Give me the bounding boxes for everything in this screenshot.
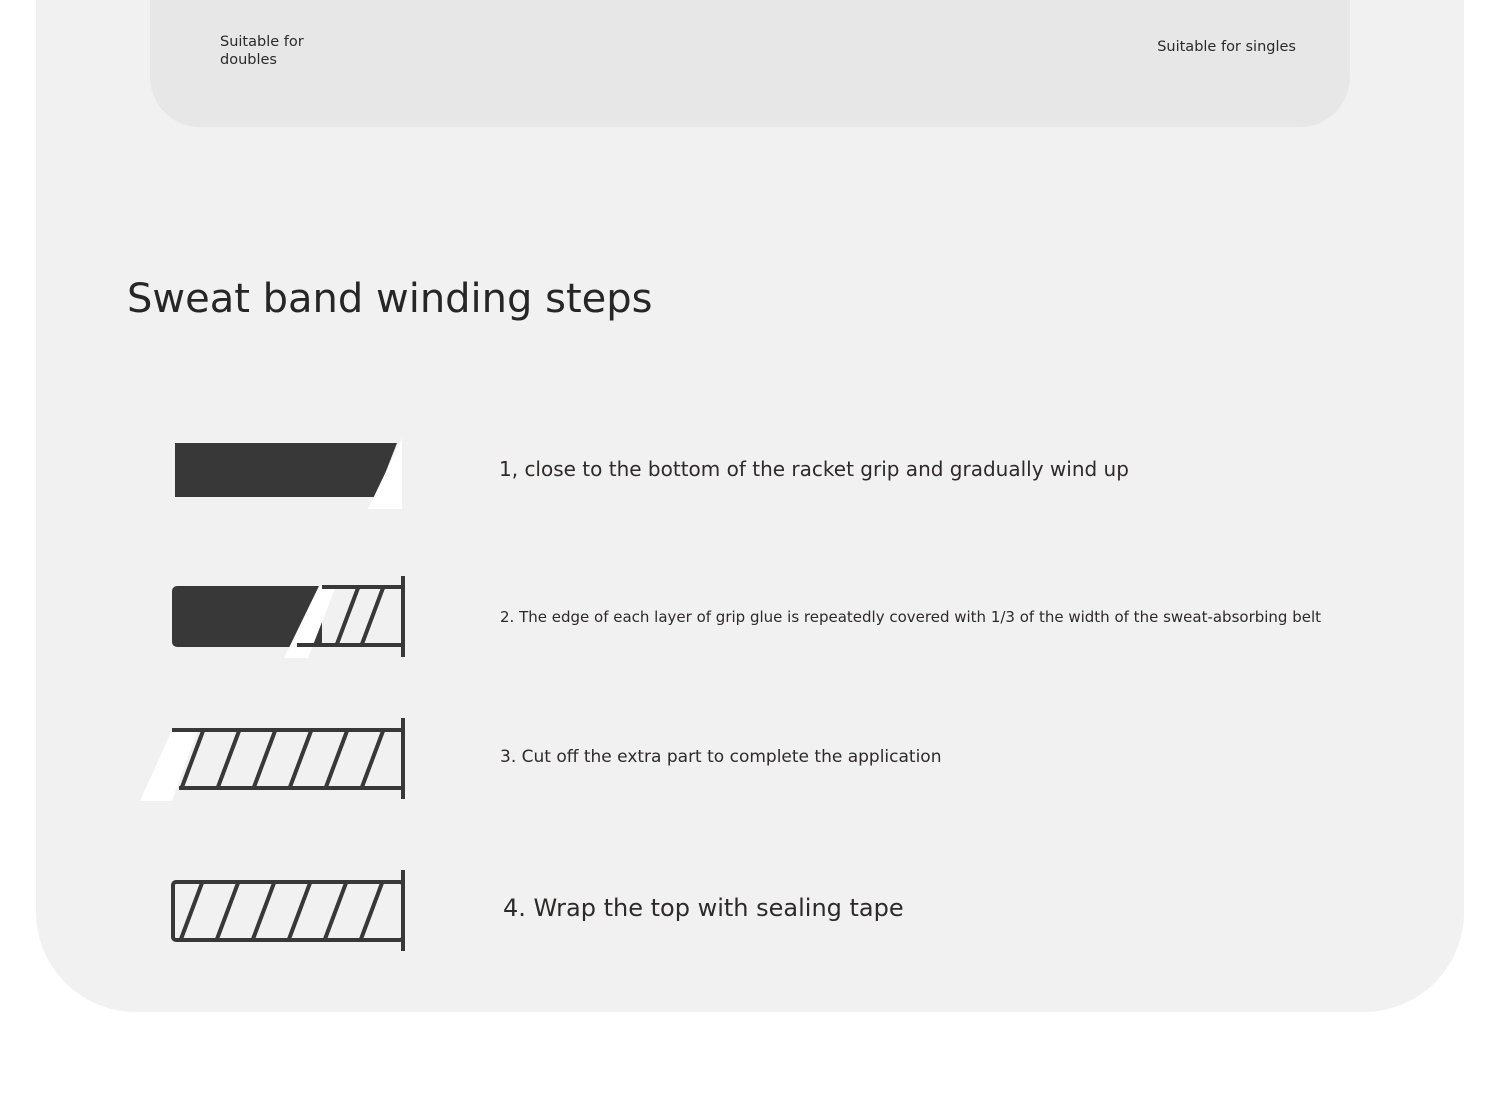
suitable-doubles-label: Suitable for doubles xyxy=(220,34,304,68)
step-3-text: 3. Cut off the extra part to complete th… xyxy=(500,747,942,767)
grip-wrap-start-icon xyxy=(175,438,402,509)
step-2-text: 2. The edge of each layer of grip glue i… xyxy=(500,608,1322,626)
grip-wrap-cut-icon xyxy=(140,718,405,801)
section-title: Sweat band winding steps xyxy=(127,276,653,322)
step-4-text: 4. Wrap the top with sealing tape xyxy=(503,894,904,922)
grip-wrap-sealed-icon xyxy=(171,870,405,951)
steps-card: Suitable for doubles Suitable for single… xyxy=(36,0,1464,1012)
step-2: 2. The edge of each layer of grip glue i… xyxy=(36,570,1464,670)
step-1: 1, close to the bottom of the racket gri… xyxy=(36,430,1464,520)
step-4: 4. Wrap the top with sealing tape xyxy=(36,864,1464,964)
suitability-panel: Suitable for doubles Suitable for single… xyxy=(150,0,1350,127)
step-3: 3. Cut off the extra part to complete th… xyxy=(36,712,1464,812)
step-1-text: 1, close to the bottom of the racket gri… xyxy=(499,457,1129,481)
grip-wrap-overlap-icon xyxy=(172,576,405,658)
suitable-singles-label: Suitable for singles xyxy=(1157,39,1296,55)
